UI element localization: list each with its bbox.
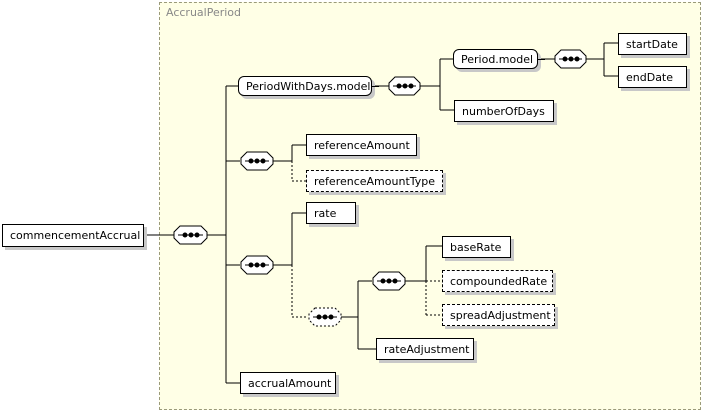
element-accrualAmount[interactable]: accrualAmount <box>240 372 336 394</box>
root-element-commencementAccrual[interactable]: commencementAccrual <box>2 224 144 247</box>
model-period-with-days[interactable]: PeriodWithDays.model <box>238 76 379 96</box>
model-period[interactable]: Period.model <box>453 49 545 69</box>
element-compoundedRate[interactable]: compoundedRate <box>442 270 553 292</box>
element-spreadAdjustment[interactable]: spreadAdjustment <box>442 304 555 326</box>
element-endDate[interactable]: endDate <box>618 66 687 88</box>
element-baseRate[interactable]: baseRate <box>442 236 511 258</box>
group-title: AccrualPeriod <box>166 6 242 19</box>
element-rate[interactable]: rate <box>306 202 356 224</box>
element-referenceAmount[interactable]: referenceAmount <box>306 134 417 156</box>
element-startDate[interactable]: startDate <box>618 33 687 55</box>
element-numberOfDays[interactable]: numberOfDays <box>454 100 554 122</box>
element-rateAdjustment[interactable]: rateAdjustment <box>376 338 474 360</box>
element-referenceAmountType[interactable]: referenceAmountType <box>306 170 443 192</box>
